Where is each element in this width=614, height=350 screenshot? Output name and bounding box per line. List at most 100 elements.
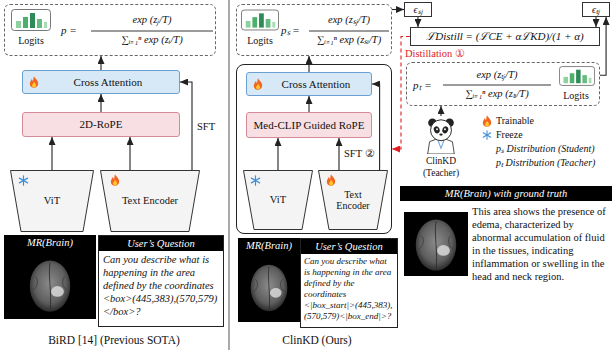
fraction-line <box>443 85 551 86</box>
fire-symbol <box>30 76 38 88</box>
connector <box>440 106 441 116</box>
panel-header: MR(Brain) <box>238 238 300 253</box>
formula-lhs: pₜ = <box>413 78 441 92</box>
fire-symbol <box>111 174 119 186</box>
panda-symbol <box>428 118 455 154</box>
rope-box: Med-CLIP Guided RoPE <box>246 112 372 138</box>
panel-header: User’s Question <box>301 239 397 254</box>
fraction-bar <box>237 5 393 57</box>
connector <box>277 138 278 170</box>
error-box: ϵₜⱼ <box>582 2 610 17</box>
fire-icon <box>482 115 492 127</box>
box-label: ϵₜⱼ <box>592 4 600 16</box>
fire-symbol <box>254 78 262 90</box>
connector <box>100 94 101 112</box>
fraction-line <box>91 31 213 32</box>
connector <box>600 17 606 75</box>
fire-symbol <box>483 115 491 127</box>
ground-truth-text: This area shows the presence of edema, c… <box>472 205 610 283</box>
panda-icon <box>421 116 461 154</box>
formula-numerator: exp (zₜⱼ/T) <box>443 68 551 82</box>
legend-text: Trainable <box>496 114 534 128</box>
panel-header: MR(Brain) with ground truth <box>400 186 612 201</box>
box-label: Text Encoder <box>122 195 178 207</box>
connector <box>51 137 52 170</box>
logits-label: Logits <box>8 34 54 48</box>
connector <box>129 137 130 170</box>
text-encoder: Text Encoder <box>100 170 200 232</box>
brain-symbol <box>404 212 468 276</box>
connector <box>180 82 192 170</box>
snow-symbol <box>251 176 259 186</box>
vit-encoder: ViT <box>243 170 313 230</box>
bars-icon <box>241 9 279 31</box>
formula-lhs: p = <box>61 23 89 37</box>
snow-icon <box>482 129 492 141</box>
panel-caption: BiRD [14] (Previous SOTA) <box>14 333 214 347</box>
formula-denominator: ∑ᵢ₌₁ⁿ exp (zₜᵢ/T) <box>443 87 551 101</box>
legend-row: pₛ Distribution (Student) <box>482 142 610 156</box>
question-text: Can you describe what is happening in th… <box>304 256 394 322</box>
snow-icon <box>18 175 29 186</box>
legend-text: pₛ Distribution (Student) <box>496 142 595 156</box>
snow-symbol <box>483 131 491 140</box>
fraction-line <box>309 31 389 32</box>
panel-header: User’s Question <box>99 236 223 251</box>
question-box: User’s QuestionCan you describe what is … <box>98 235 224 327</box>
fire-icon <box>253 78 263 90</box>
text-encoder: Text Encoder <box>318 170 388 230</box>
fraction-bar <box>5 5 217 57</box>
logits-label: Logits <box>239 34 281 48</box>
connector <box>392 9 404 10</box>
encoder-outline <box>244 171 313 230</box>
formula-denominator: ∑ᵢ₌₁ⁿ exp (zₛᵢ/T) <box>309 33 389 47</box>
mri-input: MR(Brain) <box>4 235 96 319</box>
panel-caption: ClinKD (Ours) <box>217 333 417 347</box>
box-label: Cross Attention <box>74 76 143 89</box>
snow-icon <box>250 175 261 186</box>
logits-box: Logitspₛ =exp (zₛⱼ/T)∑ᵢ₌₁ⁿ exp (zₛᵢ/T) <box>236 4 392 56</box>
question-text: Can you describe what is happening in th… <box>103 253 219 318</box>
loss-box: ℒDistill = (ℒCE + αℒKD)/(1 + α) <box>410 27 600 46</box>
box-label: ℒDistill = (ℒCE + αℒKD)/(1 + α) <box>426 30 583 43</box>
brain-symbol <box>18 253 82 317</box>
encoder-outline <box>11 171 94 232</box>
edge-label: SFT <box>196 120 216 133</box>
formula-numerator: exp (zⱼ/T) <box>91 13 213 27</box>
logits-label: Logits <box>553 89 599 103</box>
teacher-logits-box: pₜ =exp (zₜⱼ/T) ∑ᵢ₌₁ⁿ exp (zₜᵢ/T)Logits <box>406 62 600 106</box>
bars-symbol <box>559 67 594 86</box>
edge-label: SFT ② <box>343 147 376 160</box>
legend-row: pₜ Distribution (Teacher) <box>482 156 610 170</box>
rope-box: 2D-RoPE <box>22 112 180 137</box>
bars-icon <box>559 66 595 86</box>
box-label: Cross Attention <box>282 78 351 91</box>
fire-symbol <box>327 174 335 186</box>
edge-label: Distillation ① <box>404 47 466 60</box>
fire-icon <box>326 174 336 186</box>
brain-icon <box>240 258 298 316</box>
legend-row: Freeze <box>482 128 610 142</box>
encoder-outline <box>319 171 388 230</box>
bars-icon <box>11 9 51 31</box>
brain-icon <box>18 253 82 317</box>
legend: TrainableFreezepₛ Distribution (Student)… <box>482 114 610 170</box>
cross-attention-box: Cross Attention <box>22 70 180 94</box>
bars-symbol <box>12 10 51 31</box>
cross-attention-box: Cross Attention <box>246 72 372 96</box>
formula-denominator: ∑ᵢ₌₁ⁿ exp (zᵢ/T) <box>91 33 213 47</box>
formula-numerator: exp (zₛⱼ/T) <box>309 13 389 27</box>
box-label: ϵₛⱼ <box>413 4 422 16</box>
box-label: ViT <box>270 194 286 206</box>
question-box: User’s QuestionCan you describe what is … <box>300 238 398 328</box>
fire-icon <box>110 174 120 186</box>
connector <box>417 17 418 27</box>
fire-icon <box>29 76 39 88</box>
brain-icon <box>404 212 468 276</box>
snow-symbol <box>19 176 27 186</box>
brain-symbol <box>240 258 298 316</box>
box-label: ViT <box>44 195 60 207</box>
error-box: ϵₛⱼ <box>404 2 432 17</box>
legend-row: Trainable <box>482 114 610 128</box>
